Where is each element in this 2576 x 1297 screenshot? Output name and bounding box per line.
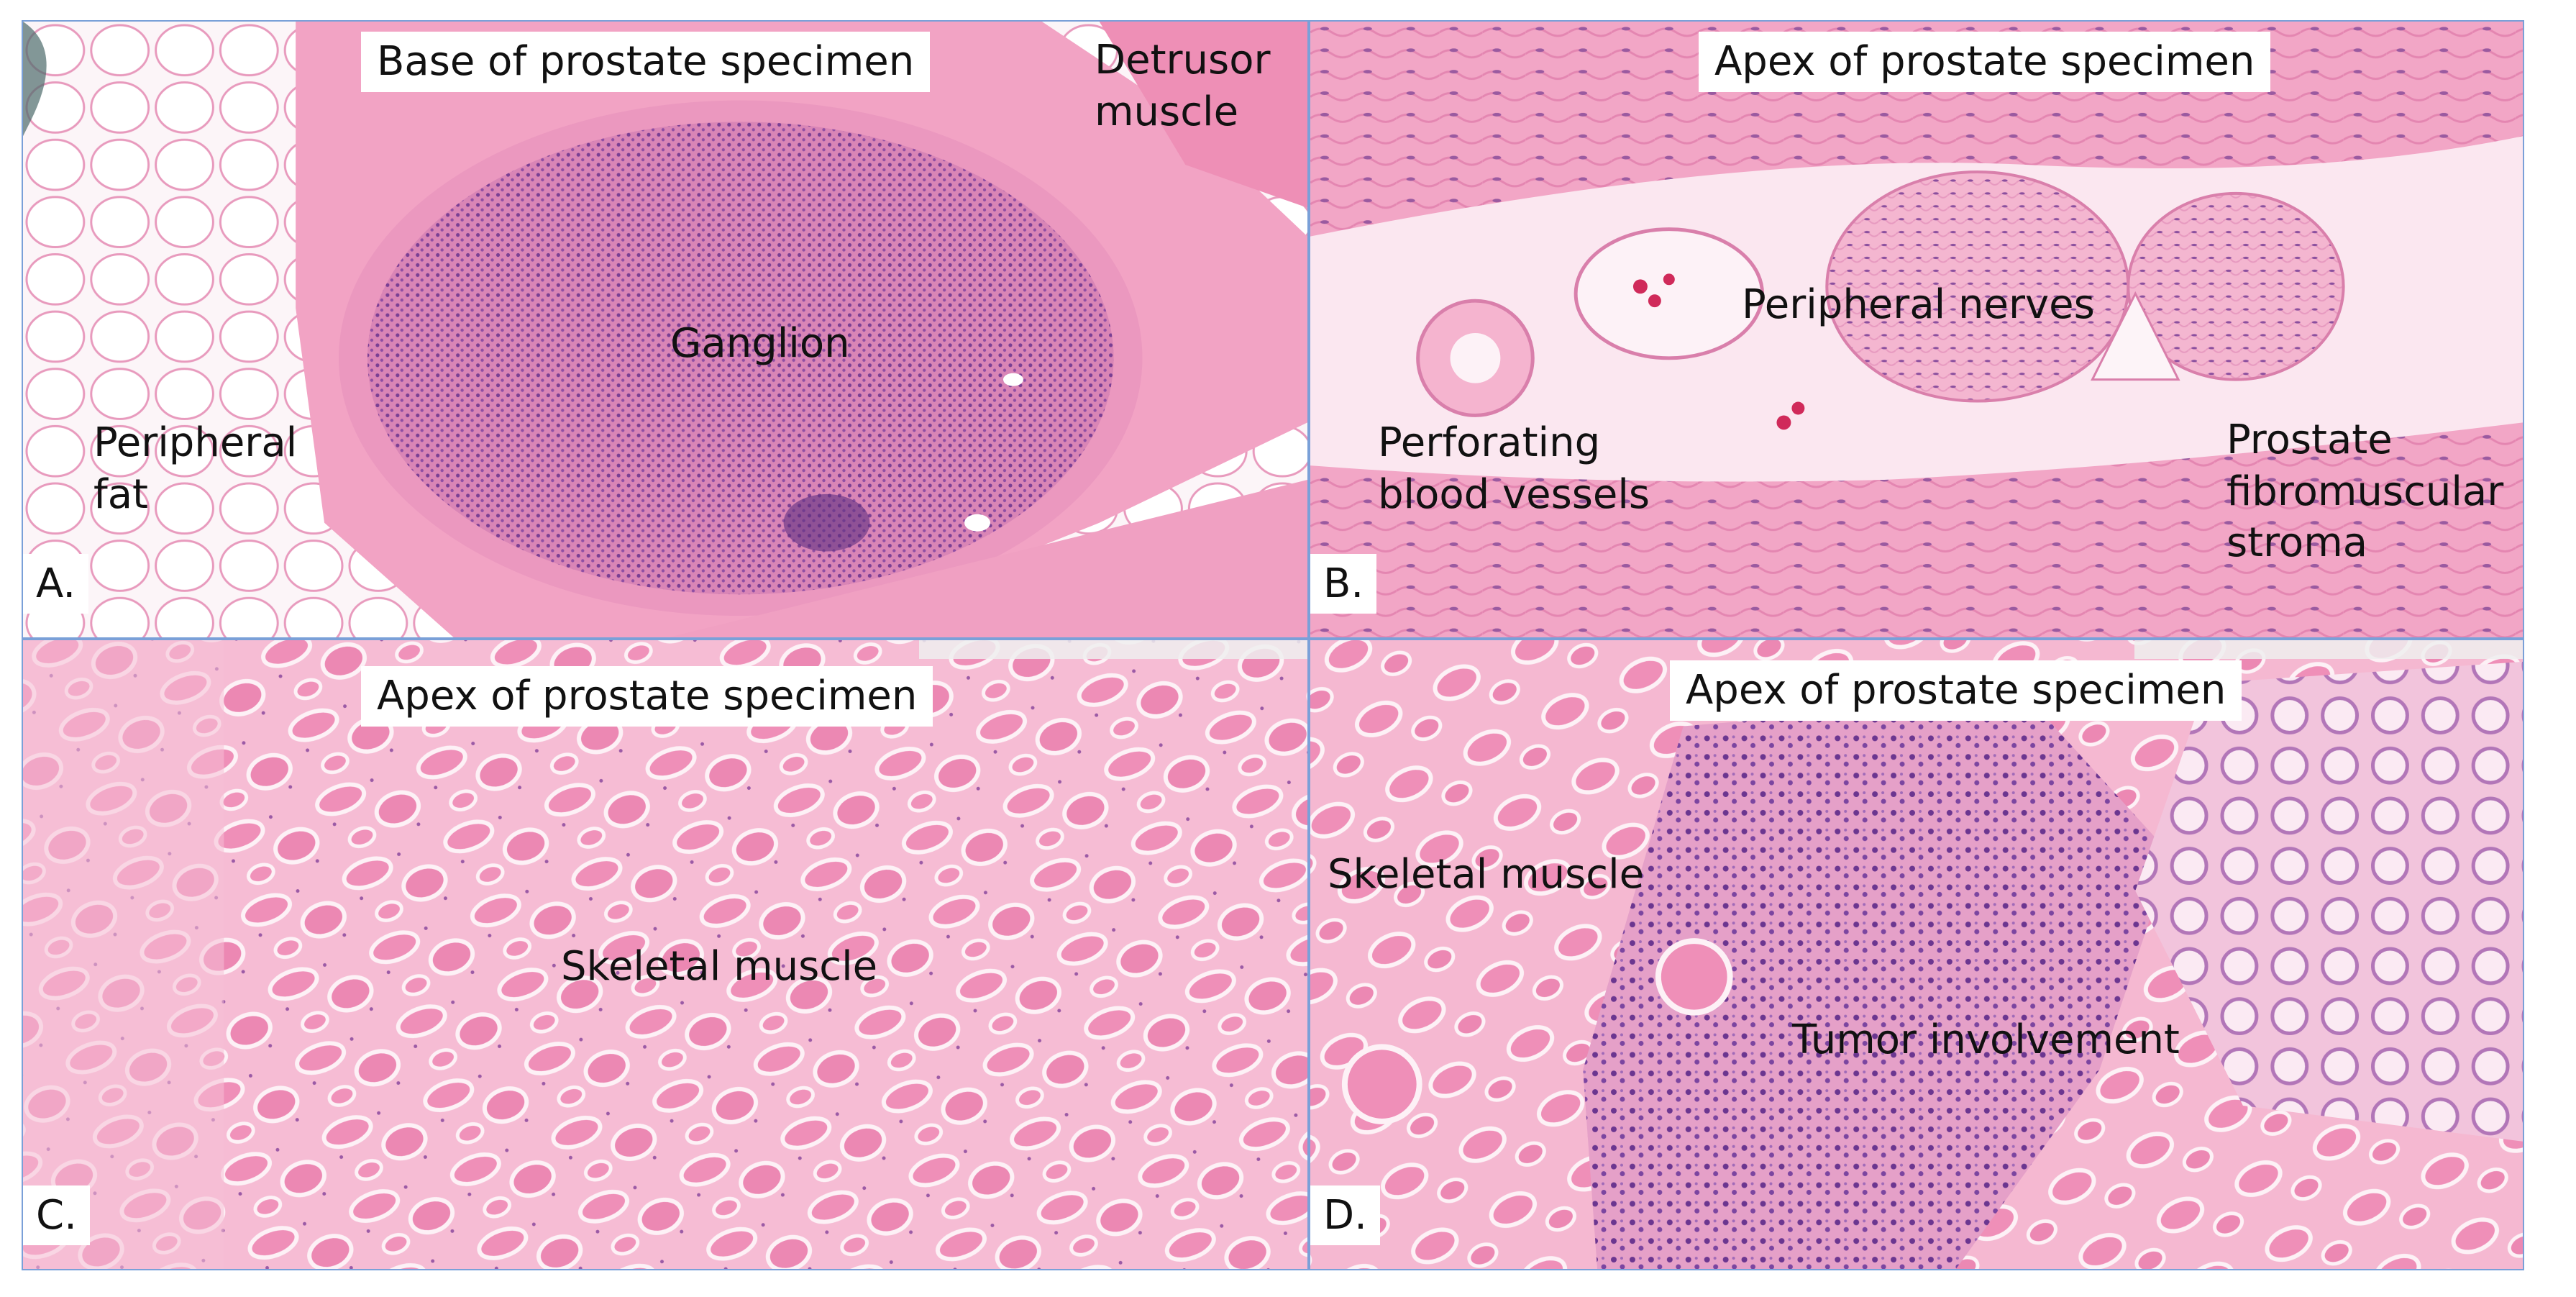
panel-c-letter: C. <box>23 1185 90 1246</box>
detrusor-muscle-label: Detrusor muscle <box>1095 35 1271 137</box>
peripheral-fat-label: Peripheral fat <box>93 417 297 520</box>
panel-b: Apex of prostate specimen Peripheral ner… <box>1309 20 2524 639</box>
stroma-label-line3: stroma <box>2226 519 2368 567</box>
panel-a-title: Base of prostate specimen <box>361 32 931 92</box>
stroma-label-line1: Prostate <box>2226 417 2393 463</box>
panel-c-title: Apex of prostate specimen <box>361 666 933 727</box>
panel-b-letter: B. <box>1310 554 1377 614</box>
vessels-label-line1: Perforating <box>1378 419 1601 466</box>
stroma-label-line2: fibromuscular <box>2226 468 2504 515</box>
panel-d-title: Apex of prostate specimen <box>1670 660 2242 721</box>
skeletal-muscle-label-c: Skeletal muscle <box>561 943 878 990</box>
panel-b-histology-image <box>1310 22 2523 637</box>
panel-c-zoom-bar <box>919 640 1307 659</box>
fat-label-line2: fat <box>93 470 148 518</box>
histology-figure: Base of prostate specimen Detrusor muscl… <box>22 20 2524 1270</box>
panel-d-histology-image <box>1310 640 2523 1269</box>
panel-d-letter: D. <box>1310 1185 1380 1246</box>
panel-a-letter: A. <box>23 554 89 614</box>
perforating-vessels-label: Perforating blood vessels <box>1378 417 1650 520</box>
detrusor-label-line1: Detrusor <box>1095 37 1271 83</box>
panel-b-title: Apex of prostate specimen <box>1699 32 2271 92</box>
tumor-involvement-label: Tumor involvement <box>1792 1016 2180 1063</box>
vessels-label-line2: blood vessels <box>1378 470 1650 518</box>
fat-label-line1: Peripheral <box>93 419 298 466</box>
skeletal-muscle-label-d: Skeletal muscle <box>1328 851 1645 898</box>
detrusor-label-line2: muscle <box>1095 88 1239 135</box>
fibromuscular-stroma-label: Prostate fibromuscular stroma <box>2226 414 2503 569</box>
panel-a: Base of prostate specimen Detrusor muscl… <box>22 20 1309 639</box>
panel-d: Apex of prostate specimen Skeletal muscl… <box>1309 639 2524 1270</box>
panel-c-histology-image <box>23 640 1307 1269</box>
panel-d-zoom-bar <box>2134 640 2523 659</box>
peripheral-nerves-label: Peripheral nerves <box>1742 281 2095 328</box>
panel-a-histology-image <box>23 22 1307 637</box>
panel-c: Apex of prostate specimen Skeletal muscl… <box>22 639 1309 1270</box>
ganglion-label: Ganglion <box>670 320 850 367</box>
